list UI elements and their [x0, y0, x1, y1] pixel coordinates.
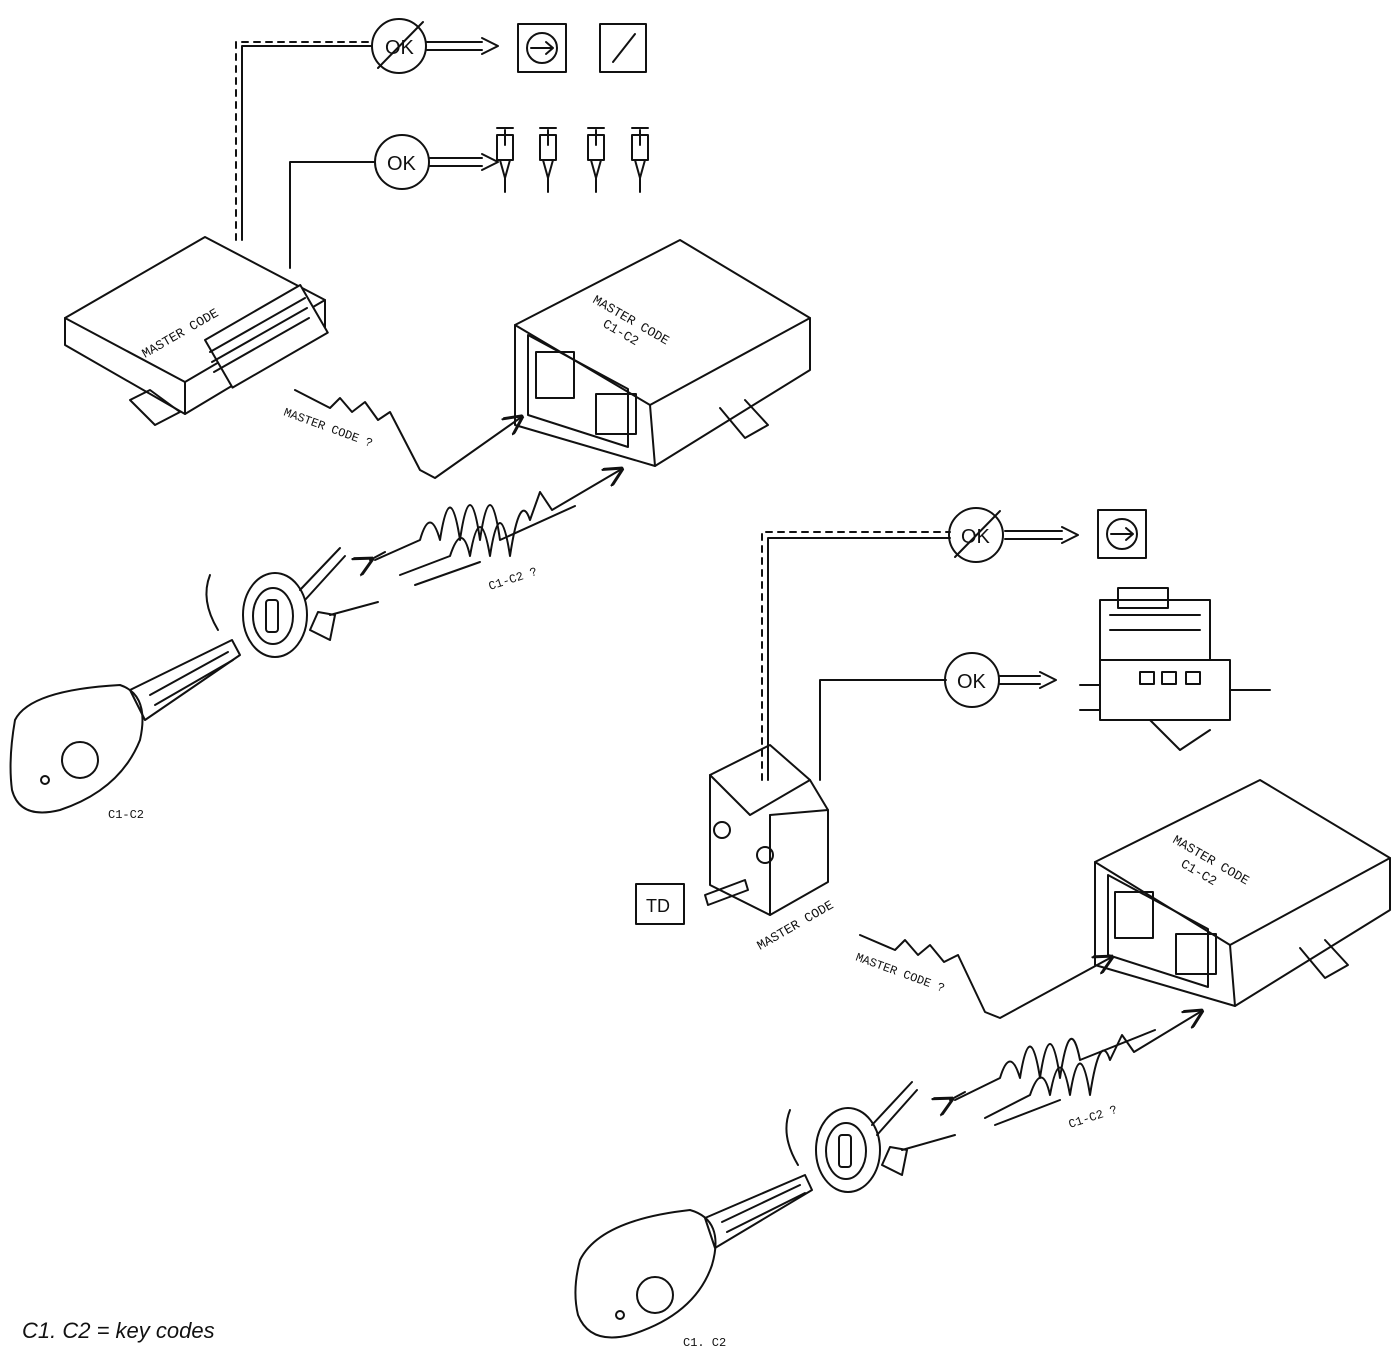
injector-icon [496, 127, 649, 193]
ecu-icon-lower [1094, 779, 1391, 1007]
key-code-question-upper: C1-C2 ? [487, 565, 539, 594]
warning-lamp-icon [517, 23, 567, 73]
ok-label-crossed-lower: OK [961, 526, 991, 548]
master-code-label-immobiliser: MASTER CODE [140, 305, 222, 361]
ok-label-lower: OK [957, 671, 987, 693]
warning-lamp-icon-lower [1097, 509, 1147, 559]
ok-label-crossed-upper: OK [385, 37, 415, 59]
fuel-gauge-icon [599, 23, 647, 73]
ecu-icon [514, 239, 811, 467]
diagram-caption: C1. C2 = key codes [22, 1318, 215, 1343]
key-code-question-lower: C1-C2 ? [1067, 1103, 1119, 1132]
master-code-question-lower: MASTER CODE ? [854, 951, 947, 996]
tdc-label: TD [646, 896, 670, 916]
key-icon [9, 639, 241, 814]
key-label-upper: C1-C2 [108, 808, 144, 822]
ok-label-upper: OK [387, 153, 417, 175]
ignition-lock-icon-lower [785, 1081, 956, 1193]
key-label-lower: C1. C2 [683, 1336, 726, 1350]
antenna-coil-icon [704, 744, 829, 916]
signal-wire-top-upper [241, 45, 373, 241]
master-code-label-coil: MASTER CODE [755, 897, 837, 953]
tdc-label-box [635, 883, 685, 925]
ok-icon-lower [944, 652, 1000, 708]
ignition-lock-icon [205, 547, 379, 658]
signal-wire-ok-upper [289, 161, 375, 269]
key-icon-lower [574, 1174, 813, 1339]
master-code-question-upper: MASTER CODE ? [282, 406, 375, 451]
immobiliser-box [64, 236, 329, 426]
coded-signal-wave [374, 504, 576, 561]
injection-pump-icon [1079, 587, 1271, 751]
crossed-ok-icon-lower [948, 507, 1004, 563]
crossed-ok-icon [371, 18, 427, 74]
ok-icon [374, 134, 430, 190]
